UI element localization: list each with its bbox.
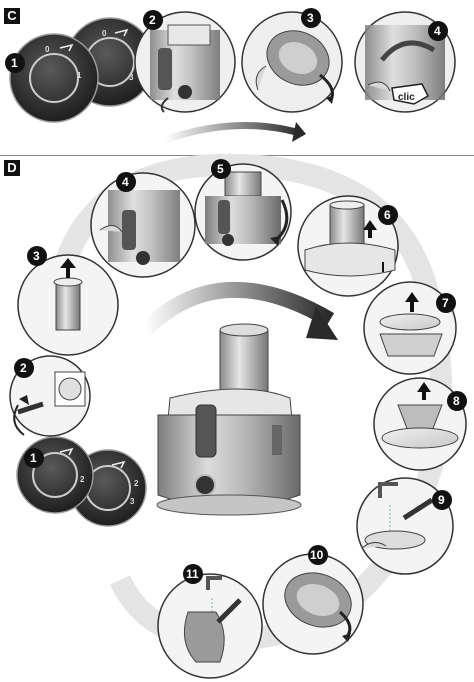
- d-step-6-illustration: [297, 195, 399, 297]
- d-step-2-number: 2: [20, 361, 27, 375]
- d-step-9-number: 9: [438, 493, 445, 507]
- d-step-4-illustration: [90, 172, 196, 278]
- d-dial2-3-label: 3: [130, 497, 135, 506]
- juicer-main-illustration: [156, 323, 302, 516]
- c-step-badges: [5, 8, 448, 73]
- d-step-7-illustration: [363, 281, 457, 375]
- c-dial-1-label: 1: [77, 71, 82, 80]
- c-dial2-3-label: 3: [129, 73, 134, 82]
- d-step-9-illustration: [356, 477, 454, 575]
- d-step-4-number: 4: [122, 175, 129, 189]
- d-step-5-number: 5: [217, 162, 224, 176]
- d-step-10-illustration: [262, 553, 364, 655]
- d-step-7-number: 7: [442, 296, 449, 310]
- d-step-11-number: 11: [186, 567, 199, 581]
- d-main-arrowhead: [306, 306, 338, 340]
- c-dial-off-label: 0: [45, 45, 50, 54]
- c-step-1-number: 1: [11, 56, 18, 70]
- d-step-8-number: 8: [453, 394, 460, 408]
- c-step-4-number: 4: [434, 24, 441, 38]
- d-step-1-number: 1: [30, 451, 37, 465]
- c-step-2-illustration: [134, 11, 236, 113]
- d-dial2-2-label: 2: [134, 479, 139, 488]
- c-step-2-number: 2: [149, 13, 156, 27]
- d-step-5-illustration: [194, 163, 292, 261]
- d-dial-2-label: 2: [80, 475, 85, 484]
- d-step-6-number: 6: [384, 208, 391, 222]
- c-step-3-illustration: [241, 11, 343, 113]
- d-step-badges: [14, 159, 467, 584]
- d-step-11-illustration: [157, 573, 263, 679]
- c-dial2-off-label: 0: [102, 29, 107, 38]
- d-step-8-illustration: [373, 377, 467, 471]
- c-step-1-dials: [9, 17, 155, 123]
- d-step-10-number: 10: [310, 548, 324, 562]
- d-step-3-number: 3: [33, 249, 40, 263]
- d-step-3-illustration: [17, 254, 119, 356]
- c-step-3-number: 3: [307, 11, 314, 25]
- d-main-arrow: [139, 281, 335, 336]
- c-clic-label: clic: [398, 92, 415, 103]
- c-sequence-arrowhead: [292, 122, 306, 142]
- section-c-label: C: [4, 8, 20, 24]
- c-sequence-arrow: [163, 121, 301, 144]
- section-d-label: D: [4, 160, 20, 176]
